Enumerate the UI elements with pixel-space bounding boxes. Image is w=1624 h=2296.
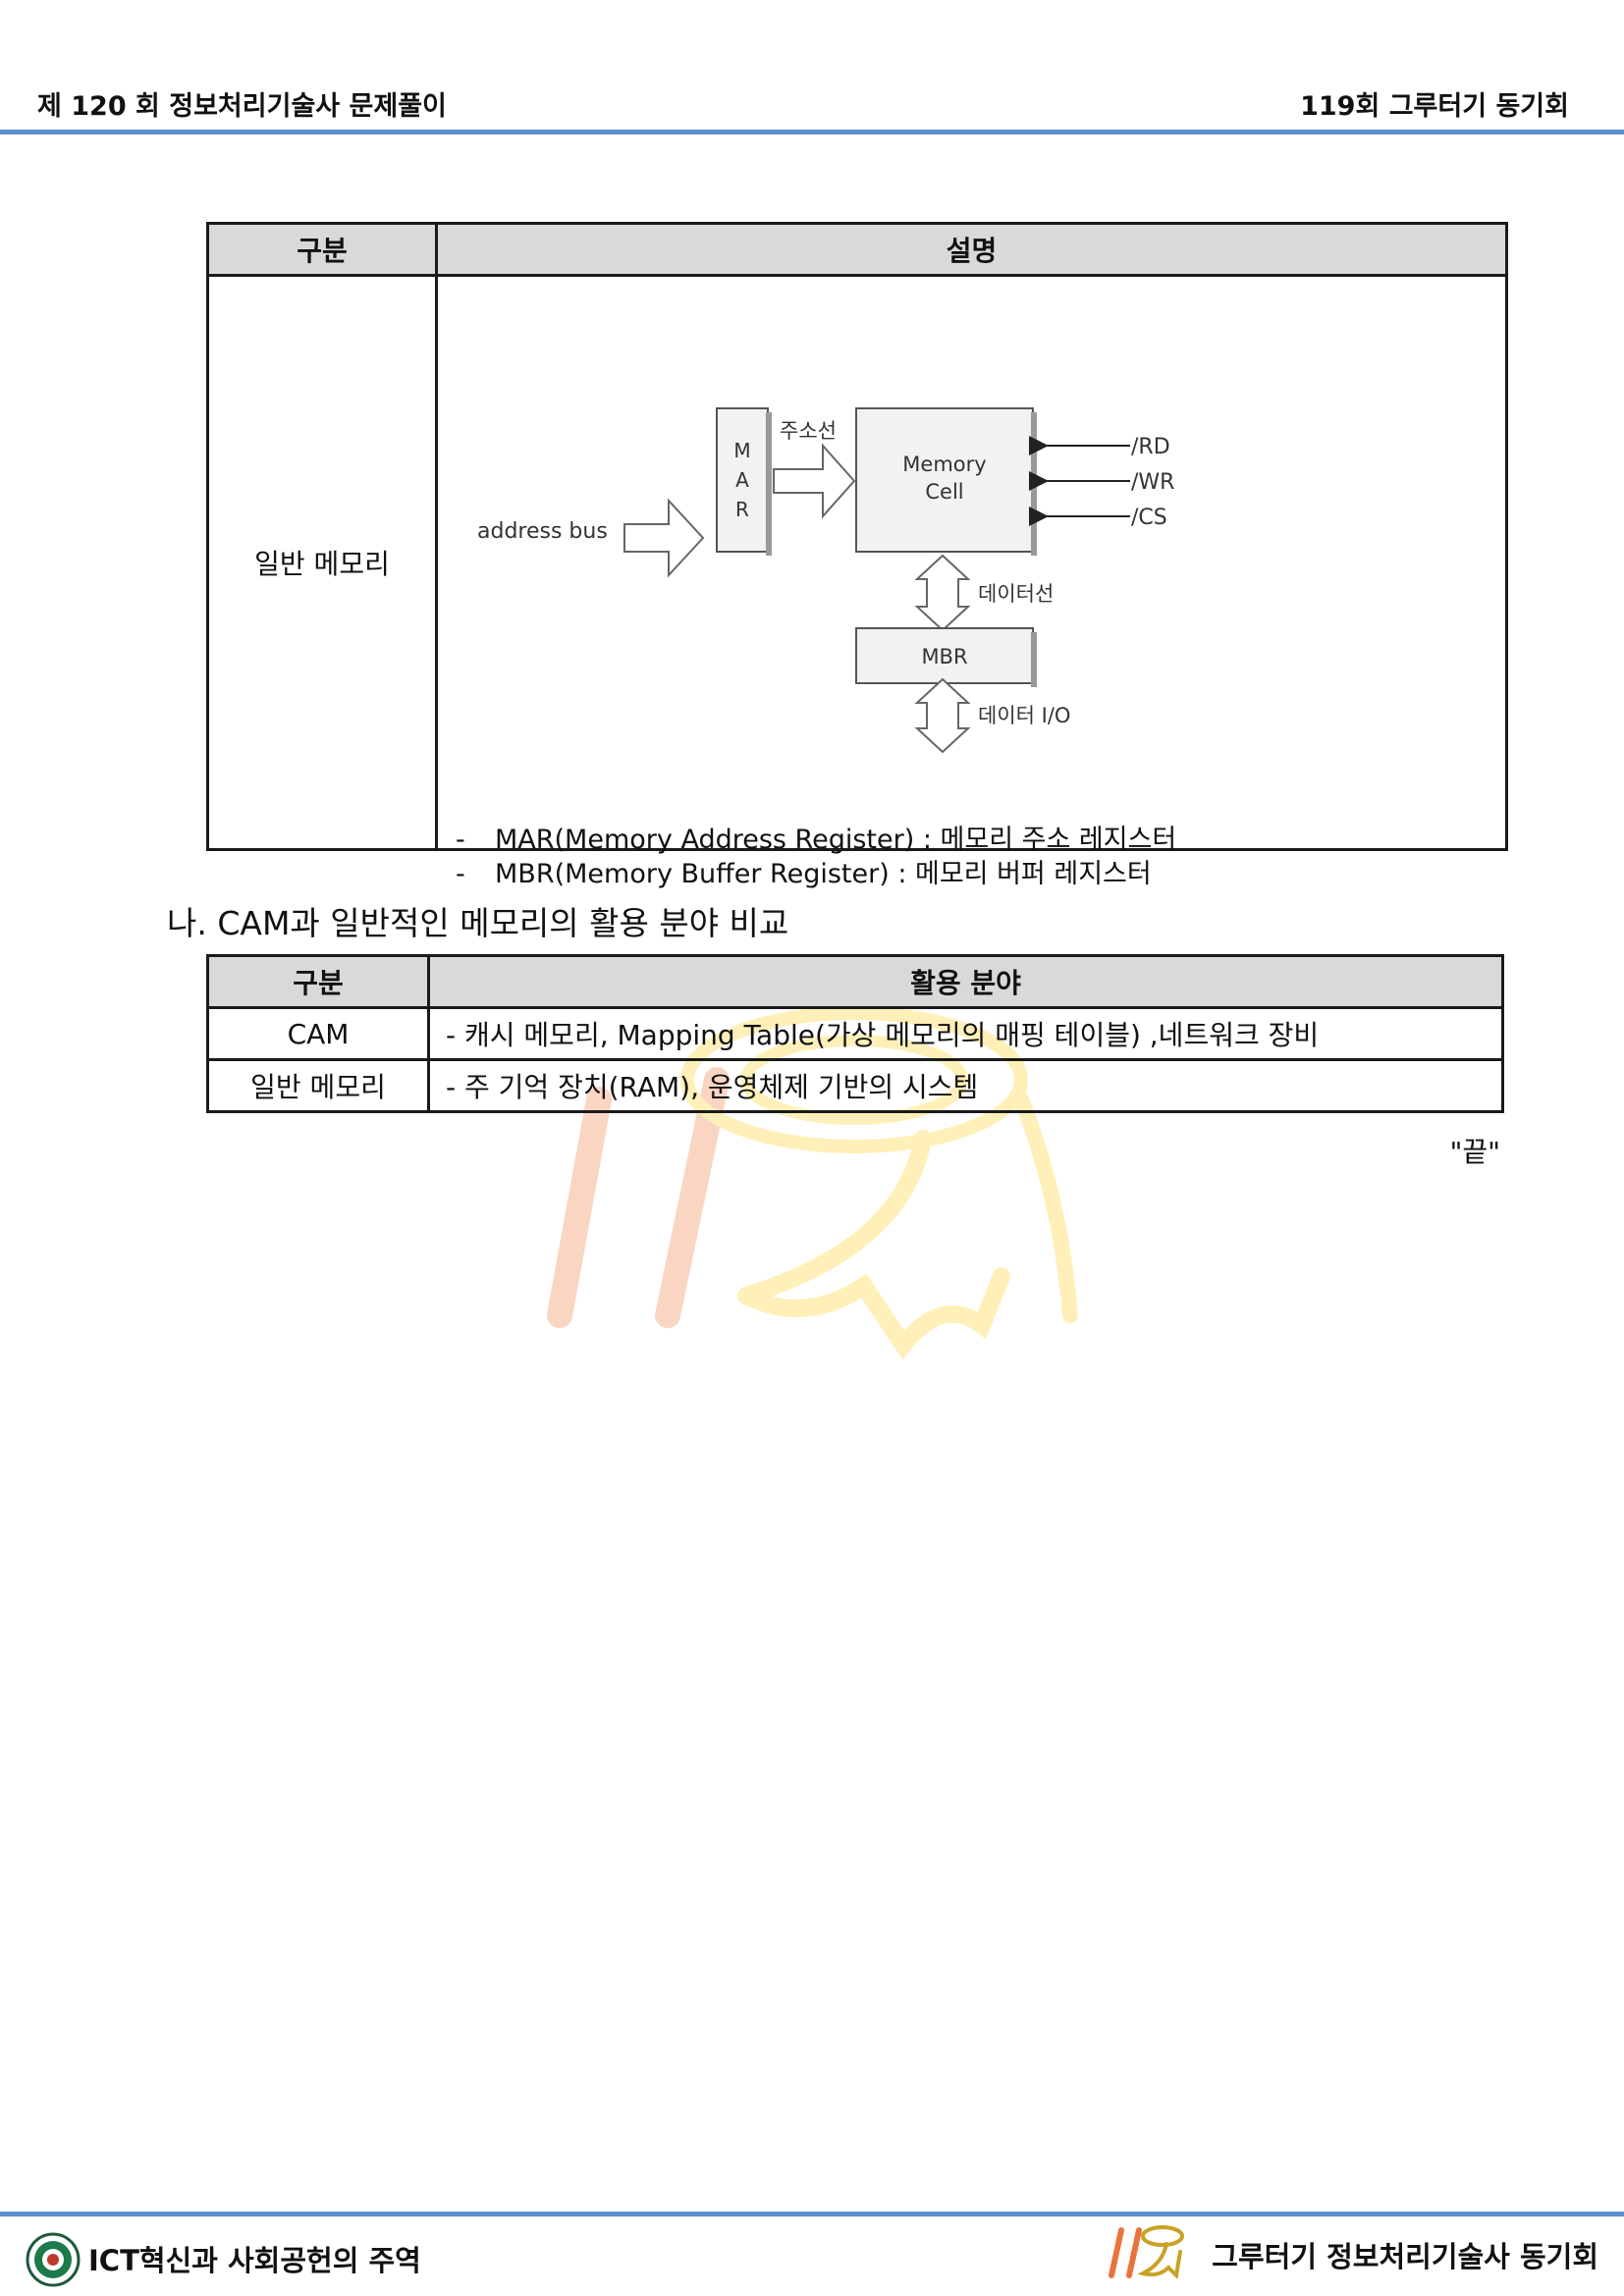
table1-description-cell: address bus M A R 주소선 Memory Cell /RD /W…: [435, 274, 1508, 889]
table2-header-category: 구분: [206, 954, 430, 1009]
ict-logo-icon: [26, 2232, 81, 2287]
section-heading: 나. CAM과 일반적인 메모리의 활용 분야 비교: [167, 904, 789, 942]
table2-category-cell: CAM: [206, 1006, 430, 1061]
table2-usage-cell: - 캐시 메모리, Mapping Table(가상 메모리의 매핑 테이블) …: [427, 1006, 1504, 1061]
address-line-label: 주소선: [780, 419, 837, 443]
data-io-label: 데이터 I/O: [978, 704, 1070, 727]
address-bus-arrow: [623, 498, 705, 578]
note-item: -MAR(Memory Address Register) : 메모리 주소 레…: [456, 823, 1176, 857]
address-bus-label: address bus: [477, 519, 608, 544]
usage-comparison-table: 구분 활용 분야 CAM - 캐시 메모리, Mapping Table(가상 …: [206, 954, 1504, 1113]
memory-block-diagram: address bus M A R 주소선 Memory Cell /RD /W…: [477, 407, 1174, 754]
cs-signal-label: /CS: [1131, 506, 1167, 530]
note-marker: -: [456, 825, 465, 855]
memory-cell-box: [855, 407, 1034, 553]
header-group-name: 119회 그루터기 동기회: [1300, 91, 1569, 122]
mbr-label: MBR: [921, 645, 967, 668]
mar-box: [716, 407, 769, 553]
group-logo-icon: [1109, 2225, 1184, 2280]
rd-signal-label: /RD: [1131, 435, 1170, 459]
memory-structure-table: 구분 설명 일반 메모리 address bus M A R 주소선: [206, 222, 1508, 889]
header-rule: [0, 130, 1624, 134]
data-line-label: 데이터선: [978, 582, 1054, 606]
address-line-arrow: [773, 443, 856, 519]
table2-usage-cell: - 주 기억 장치(RAM), 운영체제 기반의 시스템: [427, 1058, 1504, 1113]
table-row: CAM - 캐시 메모리, Mapping Table(가상 메모리의 매핑 테…: [206, 1006, 1504, 1061]
note-text: MAR(Memory Address Register) : 메모리 주소 레지…: [495, 825, 1177, 855]
memory-cell-label-1: Memory: [902, 453, 986, 476]
mar-letter-a: A: [735, 468, 749, 492]
wr-signal-label: /WR: [1131, 470, 1174, 495]
end-mark: "끝": [1449, 1136, 1500, 1168]
table1-header-description: 설명: [435, 222, 1508, 277]
note-text: MBR(Memory Buffer Register) : 메모리 버퍼 레지스…: [495, 859, 1152, 889]
mar-letter-m: M: [733, 439, 750, 462]
table1-row-label: 일반 메모리: [206, 274, 438, 851]
data-io-arrow: [914, 677, 971, 754]
mar-letter-r: R: [735, 498, 749, 521]
memory-cell-label-2: Cell: [925, 480, 963, 504]
note-item: -MBR(Memory Buffer Register) : 메모리 버퍼 레지…: [456, 857, 1176, 891]
table2-category-cell: 일반 메모리: [206, 1058, 430, 1113]
footer-slogan: ICT혁신과 사회공헌의 주역: [88, 2244, 421, 2277]
footer-rule: [0, 2212, 1624, 2216]
register-notes: -MAR(Memory Address Register) : 메모리 주소 레…: [456, 823, 1176, 891]
mbr-box: [855, 627, 1034, 684]
table2-header-usage: 활용 분야: [427, 954, 1504, 1009]
table-row: 일반 메모리 - 주 기억 장치(RAM), 운영체제 기반의 시스템: [206, 1058, 1504, 1113]
note-marker: -: [456, 859, 465, 889]
footer-group-name: 그루터기 정보처리기술사 동기회: [1212, 2240, 1598, 2273]
table1-header-category: 구분: [206, 222, 438, 277]
data-line-arrow: [914, 554, 971, 632]
header-title: 제 120 회 정보처리기술사 문제풀이: [37, 91, 447, 122]
